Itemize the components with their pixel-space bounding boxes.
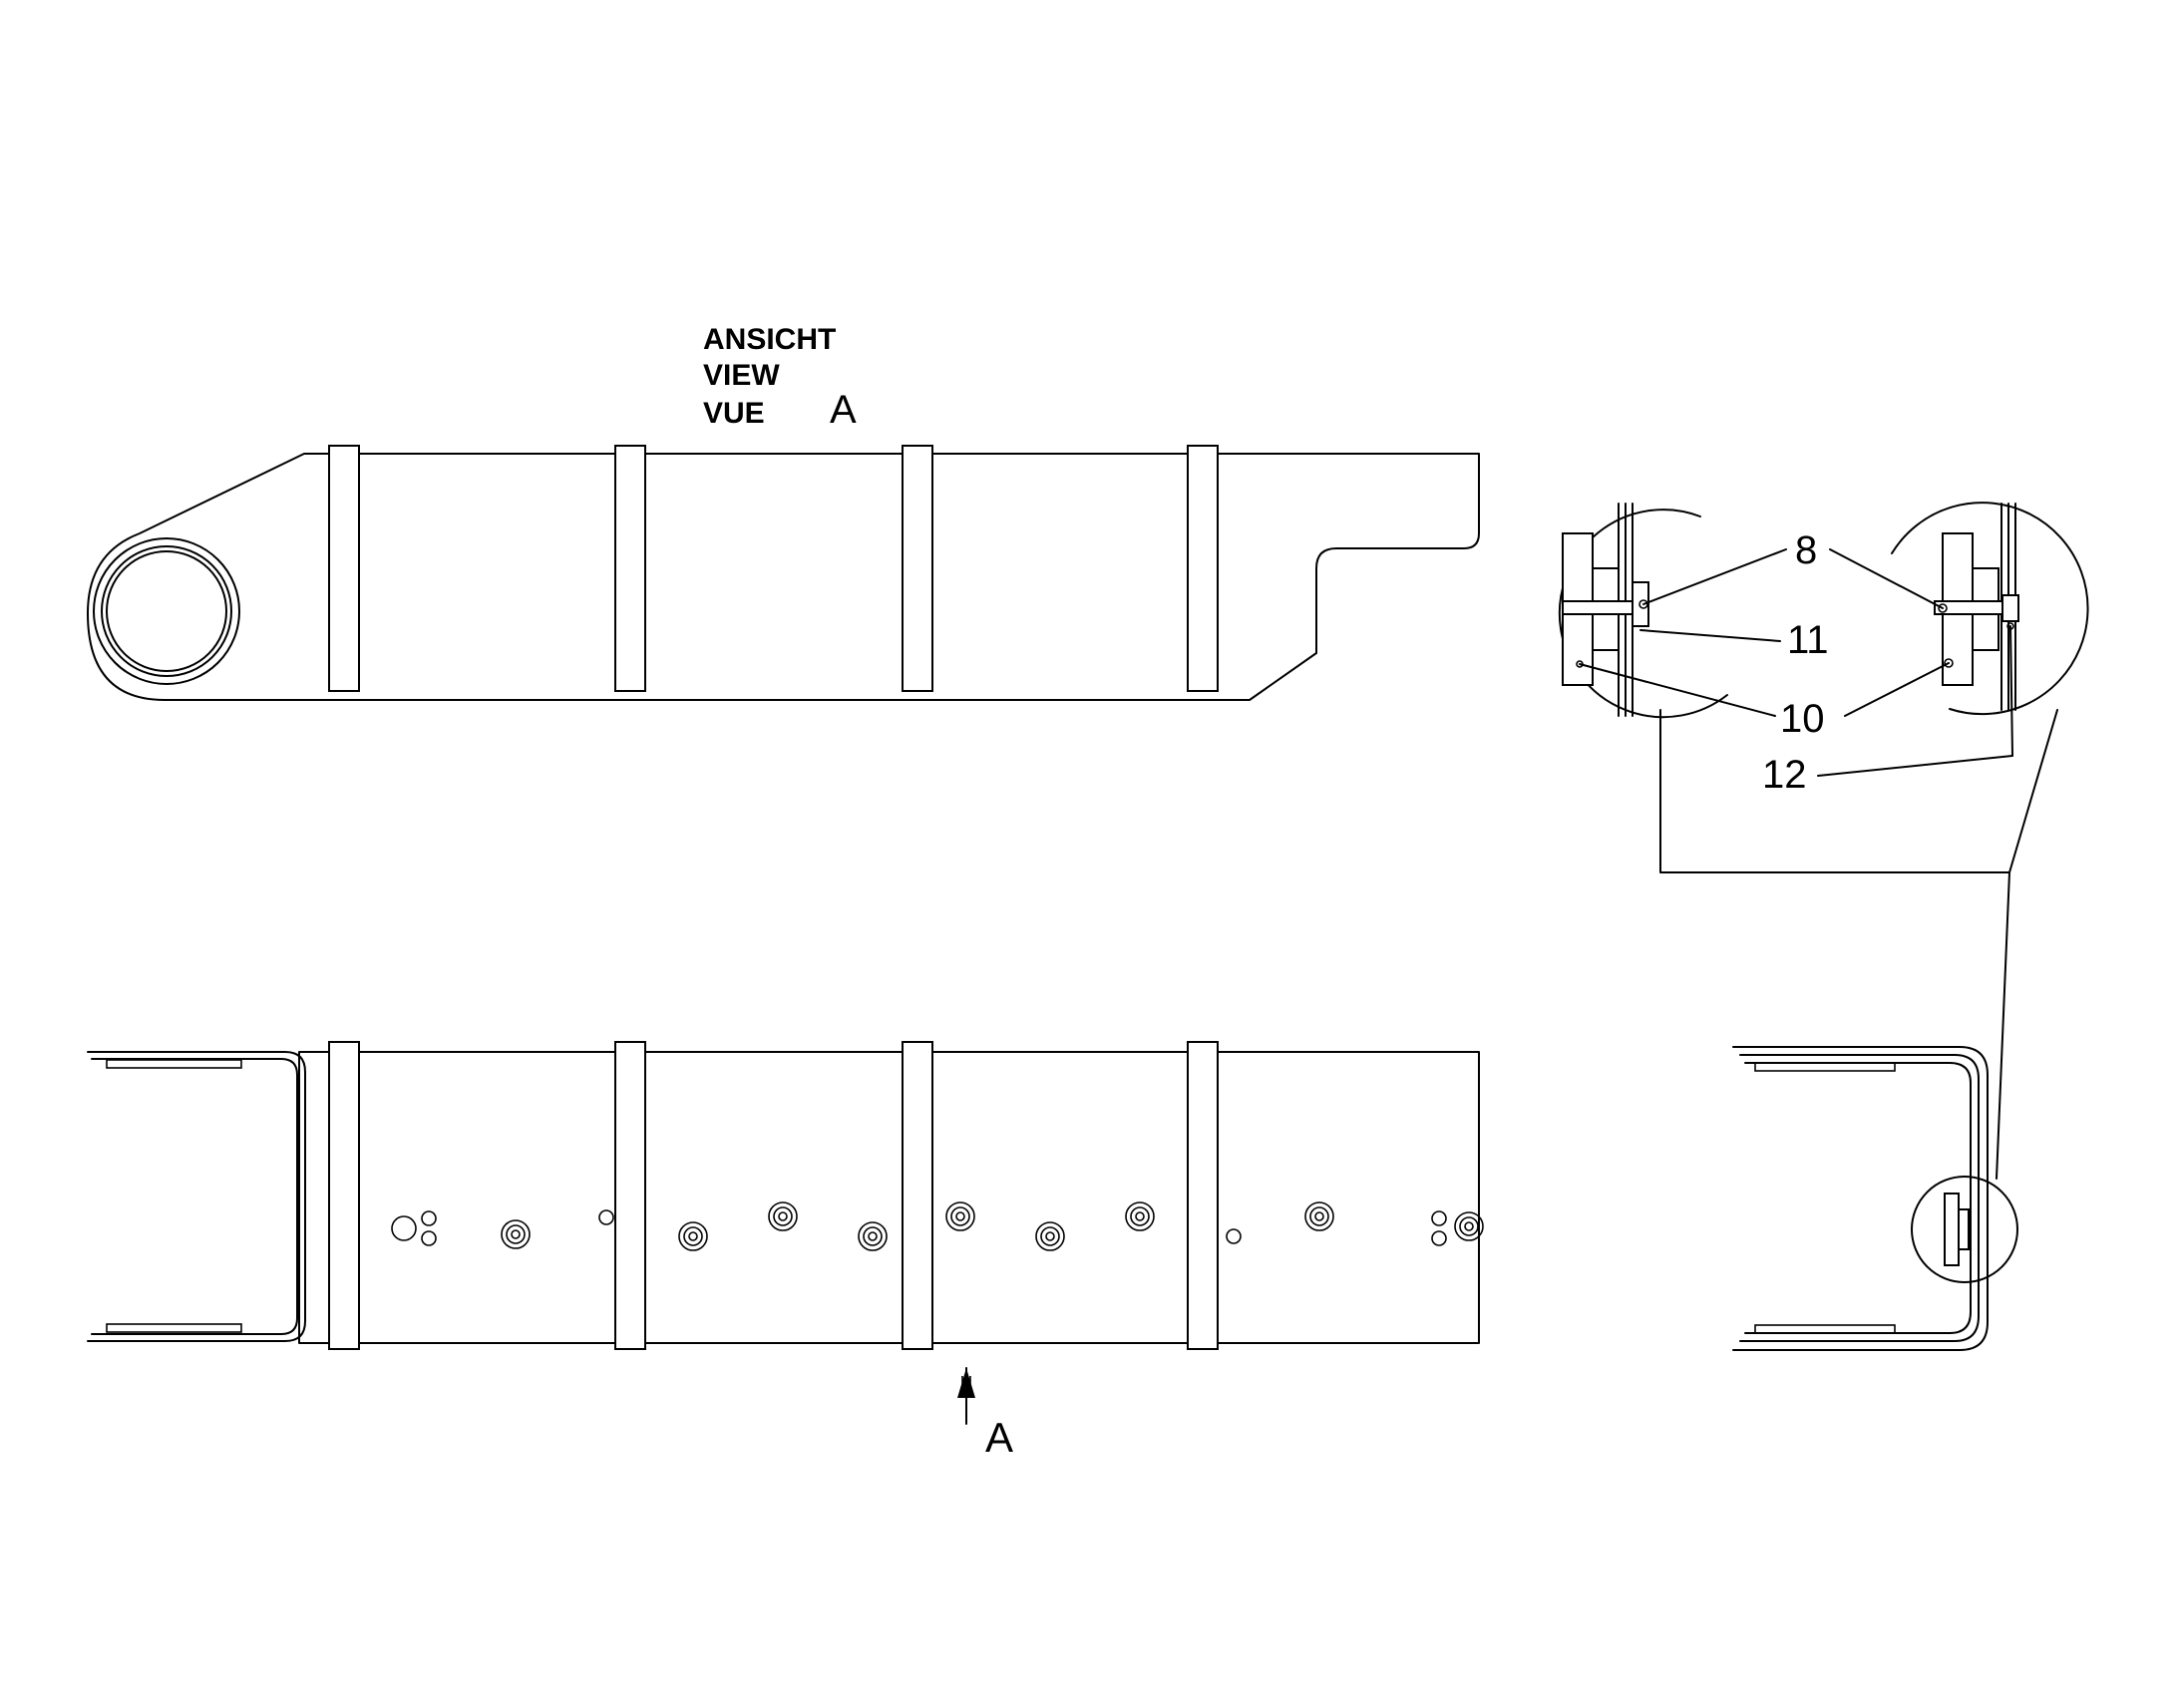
band-3 [902, 445, 933, 692]
band-1 [328, 445, 360, 692]
bolt-head [1304, 1201, 1334, 1231]
bolt-head [688, 1231, 698, 1241]
section-arrow-head [957, 1368, 975, 1398]
bolt-head [1130, 1206, 1150, 1226]
bolt-head [1459, 1216, 1479, 1236]
bolt-head [955, 1211, 965, 1221]
band-2 [614, 445, 646, 692]
bolt-head [950, 1206, 970, 1226]
detail-circle-small [1911, 1176, 2018, 1283]
callout-11: 11 [1787, 618, 1829, 662]
fork-pad-top [106, 1059, 242, 1069]
bolt-head [858, 1221, 888, 1251]
section-marker-letter: A [985, 1414, 1013, 1461]
view-label-letter: A [830, 388, 857, 432]
leader-11 [1639, 629, 1781, 642]
leader-8-right [1829, 548, 1944, 609]
pivot-boss-outer [93, 537, 240, 685]
bolt-head [945, 1201, 975, 1231]
end-view-inner-2 [1744, 1062, 1972, 1334]
section-arrow: A [957, 1367, 1013, 1461]
hole-cluster-small [1431, 1210, 1447, 1226]
callout-12: 12 [1762, 753, 1807, 797]
leader-8-left [1642, 548, 1787, 605]
end-view-outer [1732, 1046, 1989, 1351]
detail-right-clip [2001, 594, 2019, 622]
plan-body [298, 1051, 1480, 1344]
plan-band-1 [328, 1041, 360, 1350]
bolt-head [1135, 1211, 1145, 1221]
callouts: 8 11 10 12 [1762, 528, 1829, 797]
leader-10-left [1579, 663, 1776, 717]
end-view [1732, 1046, 2018, 1351]
bolt-head [1035, 1221, 1065, 1251]
fastener-group [391, 1201, 1484, 1251]
bolt-head [683, 1226, 703, 1246]
bolt-head [768, 1201, 798, 1231]
end-pad-top [1754, 1062, 1896, 1072]
bolt-head [501, 1219, 531, 1249]
hole-cluster-small [421, 1230, 437, 1246]
bolt-head [1040, 1226, 1060, 1246]
plan-band-4 [1187, 1041, 1219, 1350]
fork-pad-bottom [106, 1323, 242, 1333]
detail-bracket [1659, 709, 2058, 873]
bolt-head [1309, 1206, 1329, 1226]
bolt-head [511, 1229, 521, 1239]
bolt-head [1454, 1211, 1484, 1241]
end-pad-bottom [1754, 1324, 1896, 1334]
detail-left-pin [1562, 600, 1637, 615]
bolt-head [506, 1224, 526, 1244]
pivot-bore [106, 550, 227, 672]
small-hole [598, 1209, 614, 1225]
bolt-head [868, 1231, 878, 1241]
bolt-head [778, 1211, 788, 1221]
hole-cluster-large [391, 1215, 417, 1241]
bolt-head [1314, 1211, 1324, 1221]
arm-outline [87, 453, 1480, 701]
detail-enlarged-right [1891, 502, 2089, 716]
detail-right-circle [1891, 502, 2089, 716]
hole-cluster-small [421, 1210, 437, 1226]
band-4 [1187, 445, 1219, 692]
leader-12-vertical [2009, 625, 2013, 757]
fork-inner [91, 1058, 298, 1335]
arm-side-view [87, 445, 1480, 701]
plan-band-3 [902, 1041, 933, 1350]
detail-leaders [1659, 709, 2058, 1180]
bolt-head [1045, 1231, 1055, 1241]
plan-band-2 [614, 1041, 646, 1350]
callout-10: 10 [1780, 697, 1825, 741]
view-label-line-1: ANSICHT [703, 323, 836, 356]
detail-left-circle [1558, 509, 1728, 719]
leader-10-right [1844, 662, 1950, 717]
bolt-head [1125, 1201, 1155, 1231]
hole-cluster-small [1431, 1230, 1447, 1246]
detail-enlarged-left [1558, 503, 1728, 719]
arm-plan-view [87, 1041, 1480, 1350]
view-label: ANSICHT VIEW VUE A [703, 323, 857, 432]
callout-8: 8 [1795, 528, 1817, 572]
view-label-line-2: VIEW [703, 359, 780, 392]
bolt-head [1464, 1221, 1474, 1231]
leader-12 [1817, 755, 2013, 777]
small-hole [1226, 1228, 1242, 1244]
end-view-inner [1739, 1054, 1980, 1342]
bolt-head [863, 1226, 883, 1246]
end-clip [1944, 1193, 1960, 1266]
bolt-head [773, 1206, 793, 1226]
view-label-line-3: VUE [703, 397, 765, 430]
detail-left-clip [1632, 581, 1649, 627]
detail-link-line [1996, 871, 2010, 1180]
callout-leaders [1579, 548, 2013, 777]
bolt-head [678, 1221, 708, 1251]
fork-outer [87, 1051, 306, 1342]
pivot-boss-inner [101, 545, 232, 677]
